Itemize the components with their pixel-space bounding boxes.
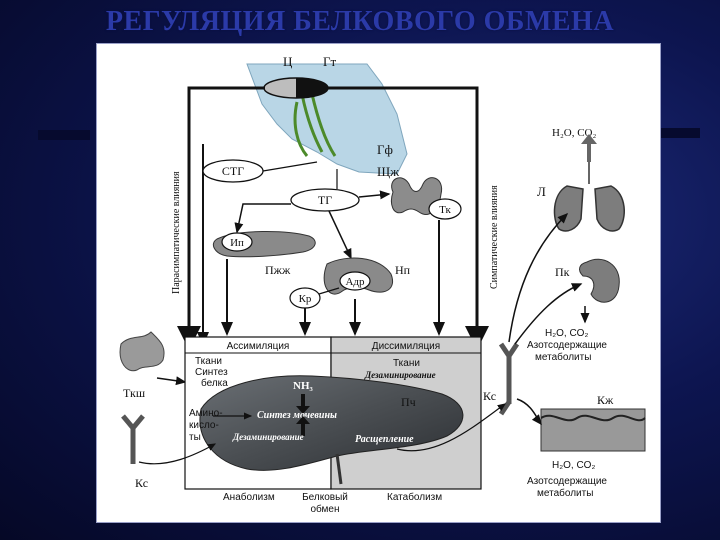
- cleavage-label: Расщепление: [355, 434, 414, 445]
- tg-to-thyroid: [359, 194, 389, 197]
- tissues-left-2: Синтез: [195, 367, 228, 378]
- vessel-to-skin: [517, 399, 541, 424]
- pituitary-label: Гф: [377, 142, 393, 157]
- anabolism-label: Анаболизм: [223, 491, 275, 503]
- kr-label: Кр: [299, 293, 312, 305]
- liver-label: Пч: [401, 395, 416, 409]
- tg-to-adrenal: [329, 211, 351, 258]
- urea-synthesis: Синтез мочевины: [257, 410, 337, 421]
- stg-label: СТГ: [222, 164, 244, 178]
- thyroid-label: Щж: [377, 164, 400, 179]
- kidney-output-2: Азотсодержащие: [527, 340, 607, 351]
- pancreas-label: Пжж: [265, 263, 291, 277]
- sympathetic-label: Симпатические влияния: [489, 185, 500, 289]
- amino-3: ты: [189, 432, 201, 443]
- protein-exchange-1: Белковый: [302, 492, 348, 503]
- kidney-label: Пк: [555, 265, 570, 279]
- islets-label: Ип: [230, 237, 244, 249]
- tissues-right: Ткани: [393, 358, 420, 369]
- brain-center-label: Ц: [283, 54, 293, 69]
- skin-output-3: метаболиты: [537, 487, 593, 499]
- amino-2: кисло-: [189, 420, 219, 431]
- slide-title: РЕГУЛЯЦИЯ БЕЛКОВОГО ОБМЕНА: [0, 6, 720, 38]
- vessel-left-label: Кс: [135, 476, 148, 490]
- decorative-bar-left: [38, 130, 90, 140]
- adrenal-label: Адр: [345, 276, 365, 288]
- amino-1: Амино-: [189, 408, 223, 419]
- vessel-left: [123, 416, 143, 464]
- lungs-label: Л: [537, 184, 546, 199]
- tissue-left: [120, 332, 164, 371]
- tissues-left-1: Ткани: [195, 356, 222, 367]
- tissue-label: Ткш: [123, 386, 146, 400]
- tg-to-islets: [237, 204, 291, 232]
- vessel-right-label: Кс: [483, 389, 496, 403]
- deamination-top: Дезаминирование: [364, 370, 436, 380]
- lungs: [554, 162, 624, 231]
- tk-label: Тк: [439, 204, 451, 216]
- tg-label: ТГ: [318, 193, 332, 207]
- brain-region: [247, 64, 407, 174]
- kidney-output-1: H₂O, CO₂: [545, 328, 588, 339]
- skin-section: [541, 409, 645, 451]
- protein-exchange-2: обмен: [310, 503, 339, 515]
- assimilation-label: Ассимиляция: [227, 341, 290, 352]
- skin-output-1: H₂O, CO₂: [552, 460, 595, 471]
- dissimilation-label: Диссимиляция: [372, 341, 440, 352]
- decorative-bar-right: [660, 128, 700, 138]
- kidney-output-3: метаболиты: [535, 351, 591, 363]
- catabolism-label: Катаболизм: [387, 491, 442, 503]
- skin-output-2: Азотсодержащие: [527, 476, 607, 487]
- regulation-diagram: Ц Гт Гф Щж Парасимпатические влияния Сим…: [97, 44, 660, 522]
- kidney-top-label: Нп: [395, 263, 411, 277]
- hypothalamus-label: Гт: [323, 54, 337, 69]
- vessel-right: [501, 344, 517, 414]
- kidney: [580, 259, 620, 302]
- tissue-to-box: [157, 378, 185, 382]
- parasympathetic-label: Парасимпатические влияния: [171, 171, 182, 294]
- diagram-panel: Ц Гт Гф Щж Парасимпатические влияния Сим…: [96, 43, 661, 523]
- nh3-label: NH₃: [293, 380, 314, 392]
- skin-label: Кж: [597, 393, 614, 407]
- deamination-bottom: Дезаминирование: [232, 432, 304, 442]
- tissues-left-3: белка: [201, 377, 228, 389]
- stg-connector: [263, 162, 317, 171]
